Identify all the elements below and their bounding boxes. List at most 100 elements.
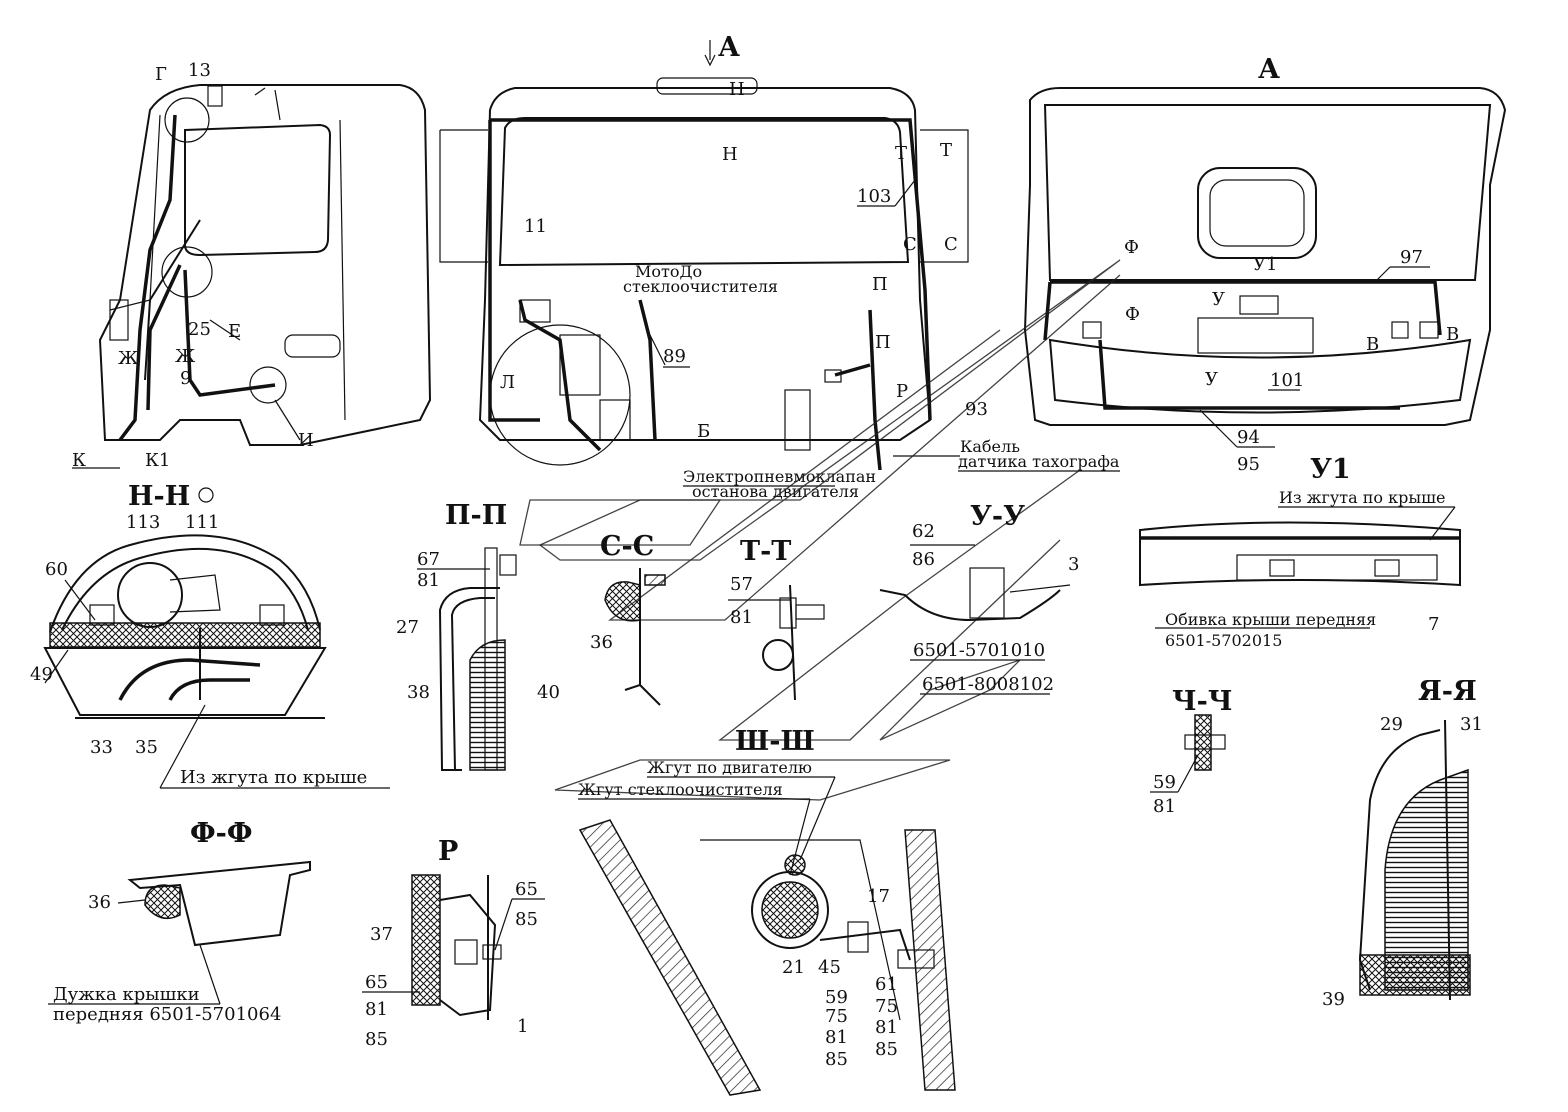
ss-36: 36	[590, 632, 613, 653]
sh-17: 17	[867, 886, 890, 907]
label-F-1: Ф	[1124, 237, 1139, 258]
label-9: 9	[180, 368, 191, 389]
sh-75-a: 75	[825, 1006, 848, 1027]
label-B: Б	[697, 421, 710, 442]
label-S-2: С	[944, 234, 958, 255]
r-1: 1	[517, 1016, 528, 1037]
front-view	[439, 40, 969, 471]
nn-113: 113	[126, 512, 160, 533]
nn-49: 49	[30, 664, 53, 685]
ff-36: 36	[88, 892, 111, 913]
motor-note-2: стеклоочистителя	[623, 277, 778, 296]
section-NN-title: Н-Н	[128, 481, 190, 512]
tacho-note-2: датчика тахографа	[958, 452, 1120, 471]
side-view-labels: Г 13 Е 25 Ж Ж 9 И К К1	[72, 60, 314, 471]
pp-38: 38	[407, 682, 430, 703]
r-37: 37	[370, 924, 393, 945]
label-Zh-2: Ж	[175, 346, 196, 367]
label-13: 13	[188, 60, 211, 81]
section-YaYa-title: Я-Я	[1418, 676, 1477, 707]
u1-trim-note-1: Обивка крыши передняя	[1165, 610, 1376, 629]
ya-39: 39	[1322, 989, 1345, 1010]
tt-81: 81	[730, 607, 753, 628]
label-K: К	[72, 450, 86, 471]
section-PP-title: П-П	[445, 500, 507, 531]
label-94: 94	[1237, 427, 1260, 448]
u1-roof-note: Из жгута по крыше	[1279, 488, 1445, 507]
nn-33: 33	[90, 737, 113, 758]
motor-note-1: МотоДо	[635, 262, 702, 281]
uu-62: 62	[912, 521, 935, 542]
ch-59: 59	[1153, 772, 1176, 793]
front-view-labels: А Н Н Т Т 103 С С 11 П П 89 Л Р 93 Б Мот…	[500, 32, 1120, 501]
label-101: 101	[1270, 370, 1304, 391]
section-YaYa: Я-Я 29 31 39	[1322, 676, 1483, 1010]
r-85-a: 85	[515, 909, 538, 930]
section-ChCh: Ч-Ч 59 81	[1150, 686, 1233, 817]
pp-40: 40	[537, 682, 560, 703]
r-65-a: 65	[515, 879, 538, 900]
sh-85-b: 85	[875, 1039, 898, 1060]
sh-engine-note: Жгут по двигателю	[647, 758, 812, 777]
uu-3: 3	[1068, 554, 1079, 575]
u1-7: 7	[1428, 614, 1439, 635]
sh-85-a: 85	[825, 1049, 848, 1070]
ya-31: 31	[1460, 714, 1483, 735]
label-P-1: П	[872, 274, 888, 295]
side-view	[98, 84, 432, 446]
label-97: 97	[1400, 247, 1423, 268]
r-65-b: 65	[365, 972, 388, 993]
section-ChCh-title: Ч-Ч	[1172, 686, 1233, 717]
tt-57: 57	[730, 574, 753, 595]
label-L: Л	[500, 372, 515, 393]
nn-35: 35	[135, 737, 158, 758]
section-FF-title: Ф-Ф	[190, 818, 252, 849]
label-I: И	[298, 430, 314, 451]
section-SS-title: С-С	[600, 531, 654, 562]
tacho-note-1: Кабель	[960, 437, 1020, 456]
label-F-2: Ф	[1125, 304, 1140, 325]
r-81: 81	[365, 999, 388, 1020]
label-G: Г	[155, 64, 167, 85]
label-103: 103	[857, 186, 891, 207]
section-ShSh-title: Ш-Ш	[735, 726, 815, 757]
pp-27: 27	[396, 617, 419, 638]
label-U1-rear: У1	[1253, 254, 1277, 275]
label-V-2: В	[1446, 324, 1459, 345]
section-SS: С-С 36	[590, 531, 666, 706]
r-85-b: 85	[365, 1029, 388, 1050]
title-A-rear: А	[1258, 54, 1280, 85]
label-Zh-1: Ж	[118, 348, 139, 369]
section-TT: Т-Т 57 81	[728, 536, 825, 701]
section-FF: Ф-Ф 36 Дужка крышки передняя 6501-570106…	[48, 818, 311, 1025]
label-R: Р	[896, 381, 908, 402]
nn-111: 111	[185, 512, 219, 533]
ya-29: 29	[1380, 714, 1403, 735]
sh-21: 21	[782, 957, 805, 978]
pp-67: 67	[417, 549, 440, 570]
label-T-2: Т	[940, 140, 952, 161]
pp-81: 81	[417, 570, 440, 591]
sh-45: 45	[818, 957, 841, 978]
label-S-1: С	[903, 234, 917, 255]
uu-part2: 6501-8008102	[922, 674, 1054, 695]
u1-title: У1	[1310, 454, 1351, 485]
sh-wiper-note: Жгут стеклоочистителя	[578, 780, 783, 799]
label-U-1: У	[1212, 289, 1225, 310]
label-P-2: П	[875, 332, 891, 353]
rear-view-labels: А Ф Ф У1 У У 97 В В 101 94 95	[1124, 54, 1459, 475]
label-93: 93	[965, 399, 988, 420]
nn-60: 60	[45, 559, 68, 580]
label-95: 95	[1237, 454, 1260, 475]
sh-61: 61	[875, 974, 898, 995]
label-25: 25	[188, 319, 211, 340]
nn-roof-note: Из жгута по крыше	[180, 767, 367, 788]
u1-trim-note-2: 6501-5702015	[1165, 631, 1282, 650]
view-U1: У1 Из жгута по крыше Обивка крыши передн…	[1139, 454, 1461, 650]
label-N-1: Н	[729, 79, 745, 100]
uu-86: 86	[912, 549, 935, 570]
title-A-front: А	[718, 32, 740, 63]
section-NN: Н-Н 113 111 60 49 33 35 Из жгута по крыш…	[30, 481, 390, 789]
section-PP: П-П 67 81 27 38 40	[396, 500, 560, 771]
